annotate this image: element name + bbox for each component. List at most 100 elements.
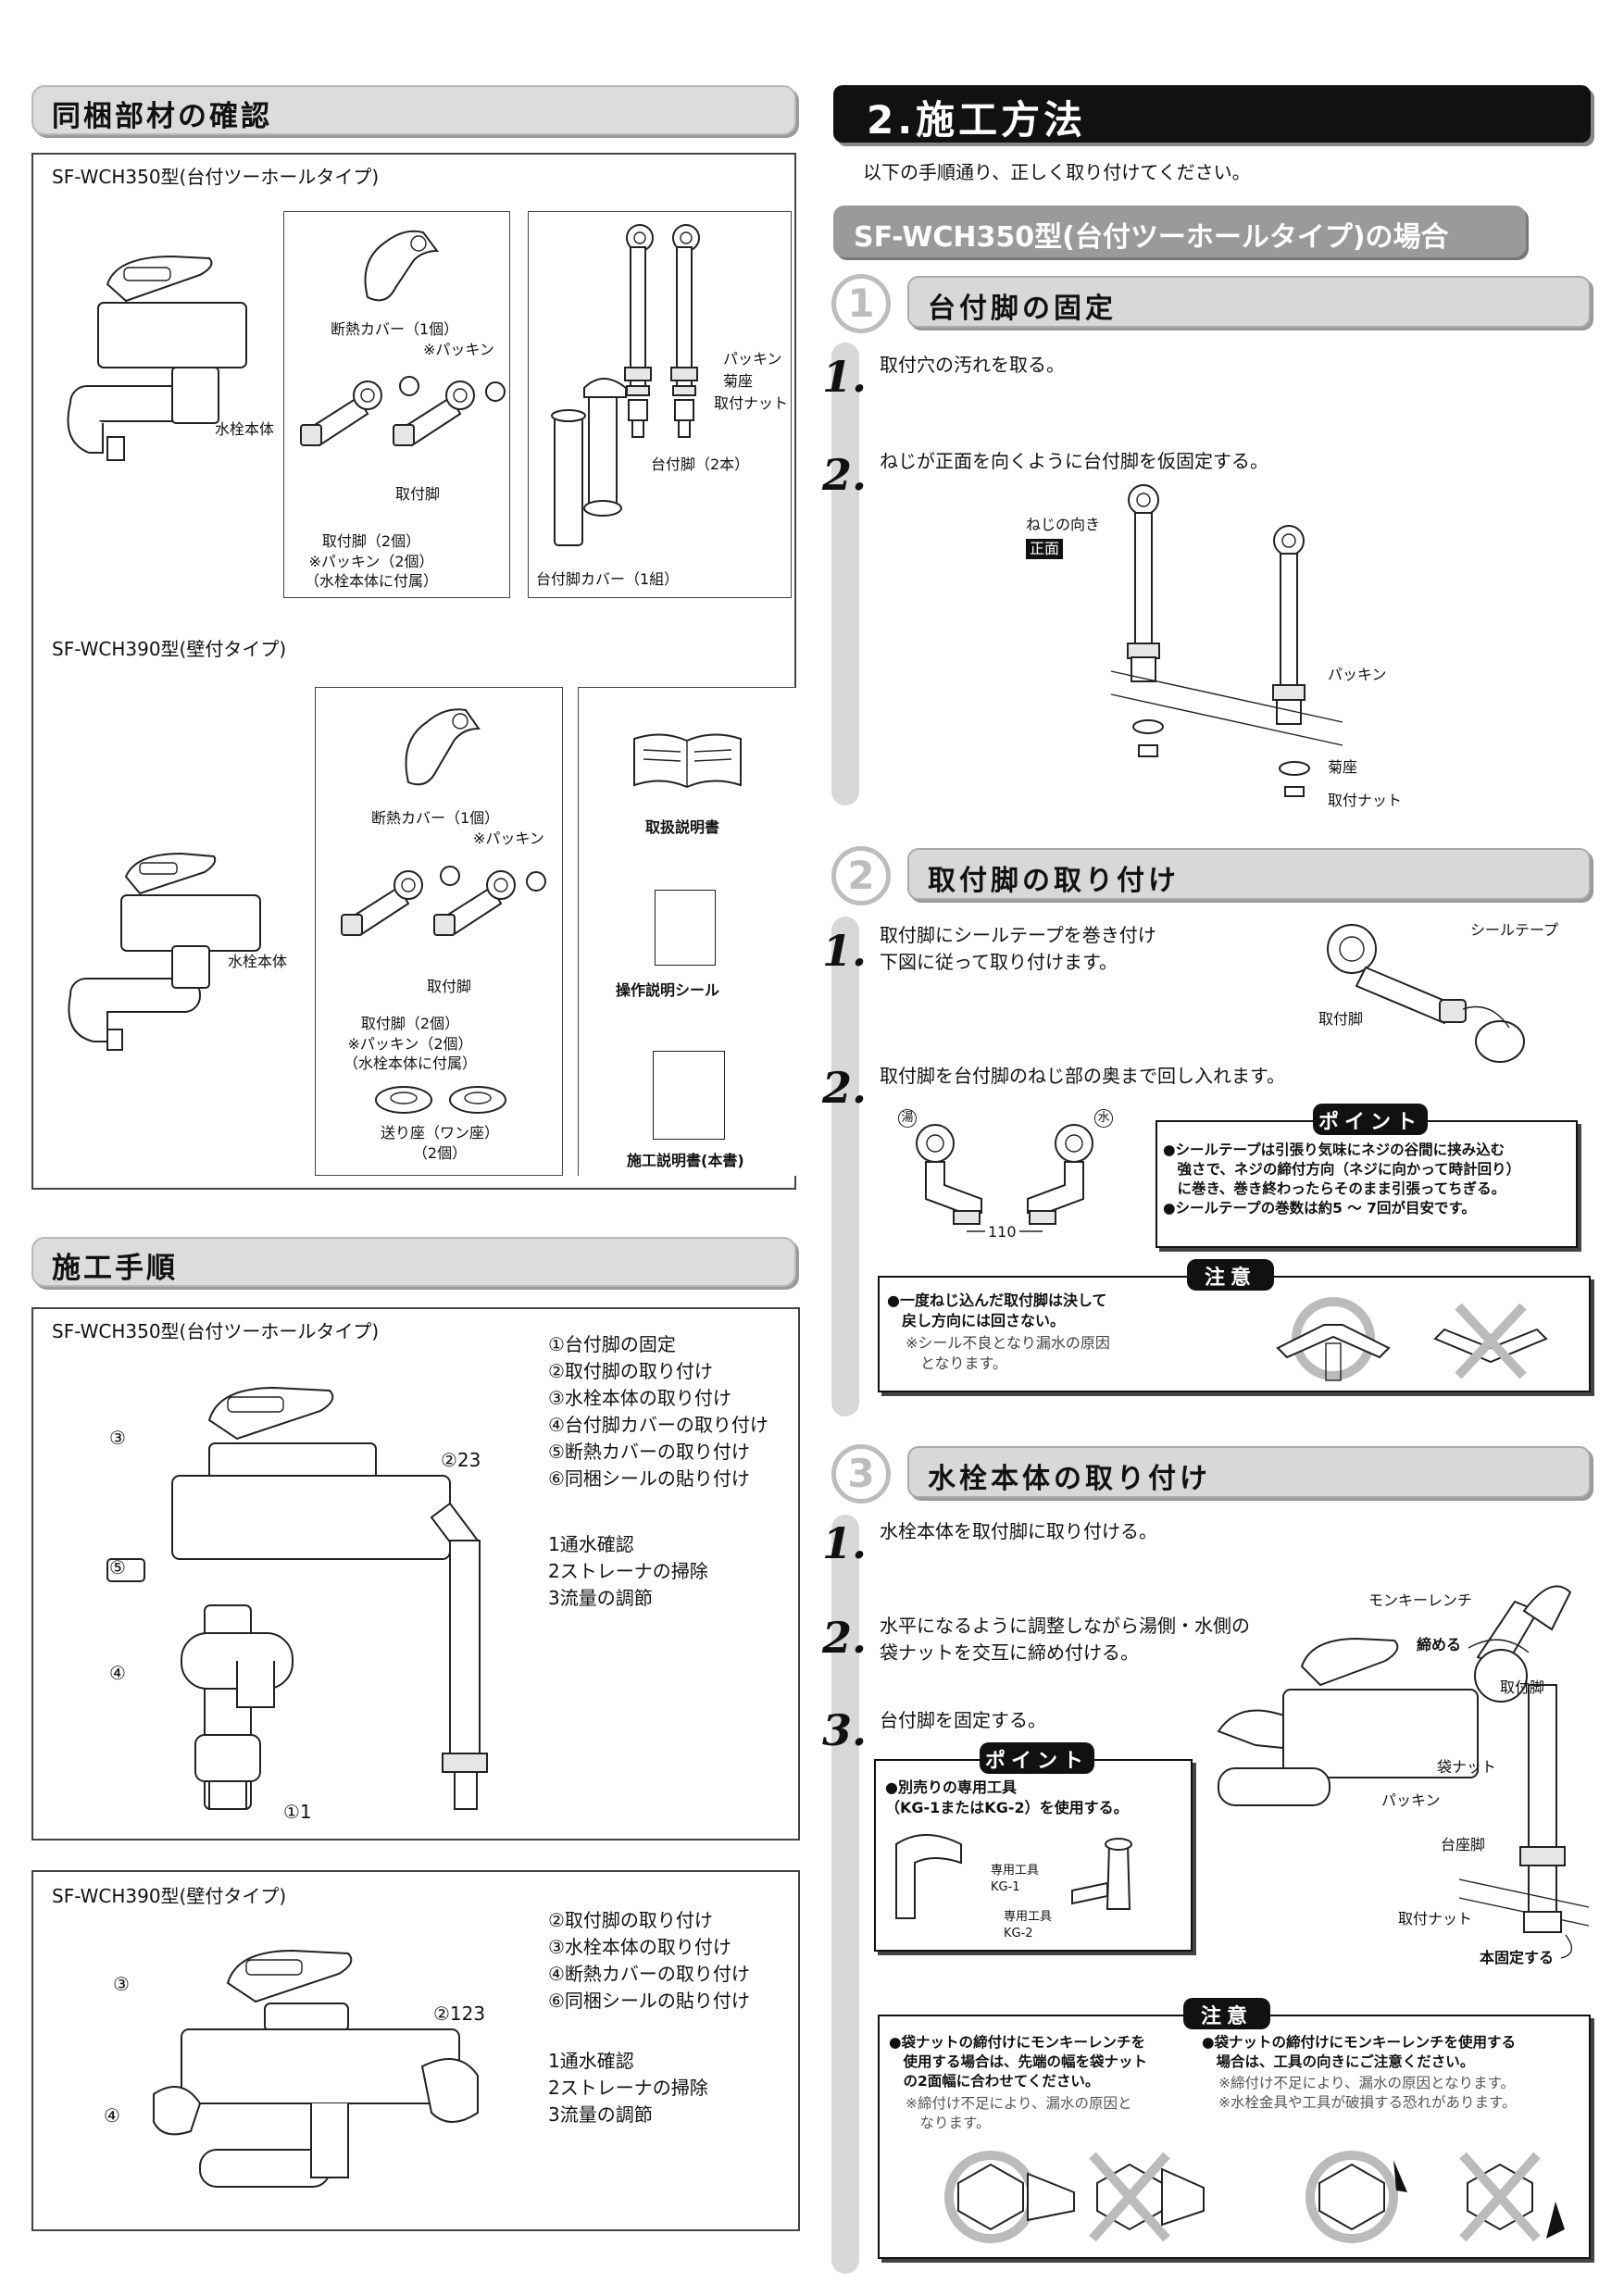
sticker-label: 操作説明シール xyxy=(616,981,720,999)
proc-checks-390: 1通水確認 2ストレーナの掃除 3流量の調節 xyxy=(548,2050,708,2126)
washer-label: 菊座 xyxy=(723,372,754,390)
point-box-s2 xyxy=(1156,1120,1578,1248)
faucet-390-drawing xyxy=(68,852,261,1051)
step-2-title: 取付脚の取り付け xyxy=(928,865,1180,897)
leg-label: 取付脚 xyxy=(395,485,441,503)
caution-note-s2: ※シール不良となり漏水の原因 となります。 xyxy=(906,1334,1110,1372)
hot-cold-legs-drawing xyxy=(916,1124,1093,1232)
callout-5: ⑤ xyxy=(109,1556,126,1578)
tighten-label: 締める xyxy=(1417,1636,1462,1653)
section-title-procedure: 施工手順 xyxy=(52,1252,178,1285)
step-2-1-text: 取付脚にシールテープを巻き付け 下図に従って取り付けます。 xyxy=(880,924,1156,973)
wrench-install-drawing xyxy=(1217,1585,1590,1959)
base-cover-drawing xyxy=(551,378,627,546)
procedure-390-panel: SF-WCH390型(壁付タイプ) ③ ④ ②123 ②取付脚の取り付け ③水栓… xyxy=(31,1870,800,2231)
seal-tape-label: シールテープ xyxy=(1470,921,1559,939)
callout-4-390: ④ xyxy=(104,2104,120,2127)
faucet-body-label-390: 水栓本体 xyxy=(228,953,288,970)
step-1-sidebar xyxy=(831,343,859,805)
step-3-1-num: 1. xyxy=(822,1518,868,1568)
main-title: 2.施工方法 xyxy=(867,97,1087,143)
parts-box-350-a: 断熱カバー（1個） ※パッキン 取付脚 取付脚（2個） ※パッキン（2個） （水… xyxy=(283,211,510,598)
callout-3: ③ xyxy=(109,1427,126,1449)
base-legs-label: 台付脚（2本） xyxy=(651,455,750,473)
washer-label-s1: 菊座 xyxy=(1328,758,1358,776)
final-fix-label: 本固定する xyxy=(1480,1949,1555,1966)
cover-label: 断熱カバー（1個） xyxy=(331,320,459,338)
cover-label-390: 断熱カバー（1個） xyxy=(371,809,500,827)
base-legs-drawing xyxy=(624,224,700,438)
step-2-1-num: 1. xyxy=(822,926,868,976)
step-1-title: 台付脚の固定 xyxy=(928,293,1117,325)
point-tag-s3: ポイント xyxy=(980,1742,1094,1774)
packing-note-390: ※パッキン xyxy=(473,830,544,847)
model-label-350: SF-WCH350型(台付ツーホールタイプ) xyxy=(52,166,380,188)
faucet-350-drawing xyxy=(67,255,247,461)
seal-tape-drawing xyxy=(1327,924,1525,1063)
dimension-110: 110 xyxy=(985,1222,1019,1242)
step-1-circle: 1 xyxy=(831,274,891,333)
packing-label-s1: パッキン xyxy=(1328,666,1387,683)
packing-label-s3: パッキン xyxy=(1381,1791,1441,1809)
tool-kg1-label: 専用工具 KG-1 xyxy=(991,1864,1040,1894)
callout-4: ④ xyxy=(109,1662,126,1684)
step-3-3-text: 台付脚を固定する。 xyxy=(880,1709,1046,1731)
step-3-circle: 3 xyxy=(831,1444,891,1504)
proc-model-390: SF-WCH390型(壁付タイプ) xyxy=(52,1885,287,1907)
hot-label: 湯 xyxy=(898,1109,917,1128)
proc-steps-390: ②取付脚の取り付け ③水栓本体の取り付け ④断熱カバーの取り付け ⑥同梱シールの… xyxy=(548,1909,750,2012)
caution-text-s2: ●一度ねじ込んだ取付脚は決して 戻し方向には回さない。 xyxy=(887,1292,1107,1329)
front-label: 正面 xyxy=(1026,539,1064,559)
step-2-sidebar xyxy=(831,917,859,1416)
install-manual-label: 施工説明書(本書) xyxy=(627,1152,744,1169)
callout-2123-390: ②123 xyxy=(433,2003,486,2025)
caution-right-text: ●袋ナットの締付けにモンキーレンチを使用する 場合は、工具の向きにご注意ください… xyxy=(1202,2034,1517,2070)
step-2-2-text: 取付脚を台付脚のねじ部の奥まで回し入れます。 xyxy=(880,1065,1285,1087)
wrench-label: モンキーレンチ xyxy=(1368,1591,1473,1609)
caution-tag-s2: 注意 xyxy=(1187,1259,1274,1291)
model-label-390: SF-WCH390型(壁付タイプ) xyxy=(52,638,287,660)
parts-box-350-b: パッキン 菊座 取付ナット 台付脚（2本） 台付脚カバー（1組） xyxy=(528,211,792,598)
step-2-header: 取付脚の取り付け xyxy=(907,848,1591,900)
step-1-2-text: ねじが正面を向くように台付脚を仮固定する。 xyxy=(880,450,1268,472)
nut-label-s3: 取付ナット xyxy=(1398,1910,1473,1928)
base-leg-install-drawing xyxy=(1110,484,1343,797)
special-tools-drawing xyxy=(895,1834,1132,1919)
step-1-header: 台付脚の固定 xyxy=(907,276,1591,328)
insulation-cover-drawing xyxy=(364,230,439,302)
leg-label-s2: 取付脚 xyxy=(1318,1010,1364,1028)
mount-legs-390-drawing xyxy=(341,866,546,937)
caution-left-text: ●袋ナットの締付けにモンキーレンチを 使用する場合は、先端の幅を袋ナット の2面… xyxy=(889,2034,1148,2090)
step-2-circle: 2 xyxy=(831,846,891,905)
nut-label-s1: 取付ナット xyxy=(1328,792,1403,809)
seat-label: 送り座（ワン座） （2個） xyxy=(381,1124,500,1162)
sticker-drawing xyxy=(655,890,716,966)
step-2-2-num: 2. xyxy=(822,1063,868,1113)
proc-model-350: SF-WCH350型(台付ツーホールタイプ) xyxy=(52,1320,380,1342)
step-3-2-text: 水平になるように調整しながら湯側・水側の 袋ナットを交互に締め付ける。 xyxy=(880,1615,1250,1664)
included-parts-panel: SF-WCH350型(台付ツーホールタイプ) 水栓本体 断熱カバー（1個） ※パ… xyxy=(31,153,796,1190)
step-1-2-num: 2. xyxy=(822,450,868,500)
base-cover-label: 台付脚カバー（1組） xyxy=(536,570,680,588)
callout-223: ②23 xyxy=(441,1449,481,1471)
leg-label-s3: 取付脚 xyxy=(1500,1678,1545,1696)
model-band: SF-WCH350型(台付ツーホールタイプ)の場合 xyxy=(833,206,1526,257)
packing-label: パッキン xyxy=(723,350,782,368)
legs-caption-390: 取付脚（2個） ※パッキン（2個） （水栓本体に付属） xyxy=(344,1015,478,1073)
faucet-350-assembly-drawing xyxy=(106,1386,488,1810)
faucet-390-assembly-drawing xyxy=(153,1949,479,2188)
wrench-caution-drawing xyxy=(944,2151,1565,2243)
model-band-text: SF-WCH350型(台付ツーホールタイプ)の場合 xyxy=(854,221,1449,254)
intro-text: 以下の手順通り、正しく取り付けてください。 xyxy=(863,161,1251,183)
step-3-sidebar xyxy=(831,1515,859,2274)
step-3-header: 水栓本体の取り付け xyxy=(907,1446,1591,1498)
step-3-title: 水栓本体の取り付け xyxy=(928,1463,1211,1495)
caution-rotation-drawing xyxy=(1276,1297,1548,1381)
install-manual-drawing xyxy=(653,1051,725,1140)
parts-box-390-a: 断熱カバー（1個） ※パッキン 取付脚 取付脚（2個） ※パッキン（2個） （水… xyxy=(315,687,563,1176)
point-text-s3: ●別売りの専用工具 （KG-1またはKG-2）を使用する。 xyxy=(885,1778,1129,1816)
screw-direction-label: ねじの向き xyxy=(1026,516,1101,533)
step-3-3-num: 3. xyxy=(822,1705,868,1755)
seat-rings-drawing xyxy=(375,1086,506,1114)
faucet-body-label-350: 水栓本体 xyxy=(215,420,275,438)
